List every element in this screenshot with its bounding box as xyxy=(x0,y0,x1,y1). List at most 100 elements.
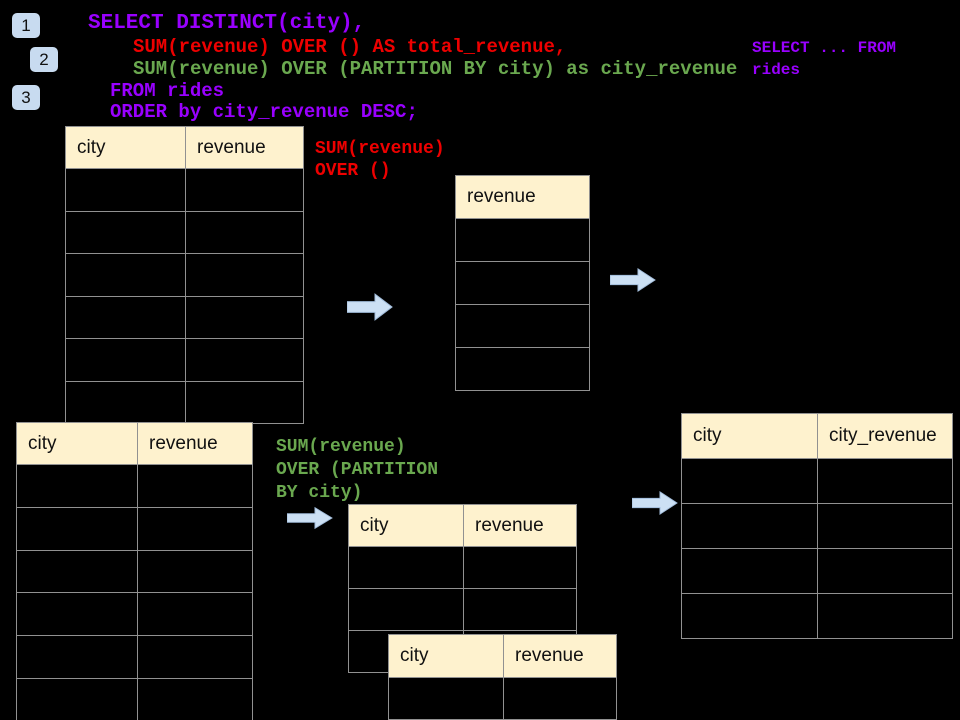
table-row xyxy=(456,305,589,348)
table-row xyxy=(17,507,252,551)
table-row xyxy=(682,459,952,504)
sql-line-partition: SUM(revenue) OVER (PARTITION BY city) as… xyxy=(133,58,738,80)
arrow-right-icon xyxy=(632,490,678,516)
column-header-revenue: revenue xyxy=(475,514,544,536)
table-body xyxy=(17,465,252,720)
sql-line-order: ORDER by city_revenue DESC; xyxy=(110,101,418,123)
side-note-line-2: rides xyxy=(752,61,801,79)
table-cell xyxy=(186,254,303,296)
table-cell xyxy=(17,636,138,678)
step-badge-2: 2 xyxy=(30,47,58,72)
column-header-revenue: revenue xyxy=(467,186,536,207)
table-cell xyxy=(349,547,464,588)
table-row xyxy=(66,169,303,212)
table-cell xyxy=(456,262,589,304)
arrow-right-icon xyxy=(610,267,656,293)
table-partition-overlay: city revenue xyxy=(388,634,617,720)
column-header-city: city xyxy=(17,423,138,464)
table-cell xyxy=(818,549,952,593)
table-cell xyxy=(66,381,186,423)
column-header-revenue: revenue xyxy=(197,136,266,158)
arrow-right-icon xyxy=(287,506,333,530)
table-cell xyxy=(464,547,576,588)
table-cell xyxy=(456,219,589,261)
table-cell xyxy=(66,211,186,253)
table-row xyxy=(682,504,952,549)
table-row xyxy=(456,219,589,262)
table-row xyxy=(349,547,576,589)
table-cell xyxy=(66,169,186,211)
table-cell xyxy=(17,678,138,720)
table-cell xyxy=(682,504,818,548)
column-header-city: city xyxy=(389,635,504,677)
table-cell xyxy=(186,339,303,381)
table-row xyxy=(66,339,303,382)
table-source-top: city revenue xyxy=(65,126,304,424)
table-cell xyxy=(66,339,186,381)
sql-line-total: SUM(revenue) OVER () AS total_revenue, xyxy=(133,36,567,58)
table-cell xyxy=(818,504,952,548)
table-cell xyxy=(138,679,252,720)
table-body xyxy=(66,169,303,423)
total-window-label: SUM(revenue)OVER () xyxy=(315,139,445,181)
table-cell xyxy=(456,305,589,347)
column-header-city: city xyxy=(66,127,186,168)
table-cell xyxy=(464,589,576,630)
table-cell xyxy=(138,636,252,678)
table-header-row: city revenue xyxy=(17,423,252,465)
table-cell xyxy=(349,589,464,630)
table-row xyxy=(17,636,252,679)
table-row xyxy=(349,589,576,631)
column-header-city-revenue: city_revenue xyxy=(829,425,937,446)
table-cell xyxy=(504,678,616,719)
step-badge-1: 1 xyxy=(12,13,40,38)
table-row xyxy=(66,211,303,254)
table-source-bottom: city revenue xyxy=(16,422,253,720)
table-header-row: city revenue xyxy=(389,635,616,678)
table-body xyxy=(389,678,616,720)
table-body xyxy=(456,219,589,390)
table-partition-step: city revenue xyxy=(348,504,577,673)
table-cell xyxy=(138,508,252,550)
table-cell xyxy=(186,382,303,424)
table-cell xyxy=(17,593,138,636)
table-cell xyxy=(138,465,252,507)
column-header-city: city xyxy=(349,505,464,546)
table-cell xyxy=(186,212,303,254)
sql-line-select: SELECT DISTINCT(city), xyxy=(88,12,366,35)
arrow-right-icon xyxy=(347,293,393,321)
step-badge-3: 3 xyxy=(12,85,40,110)
table-body xyxy=(682,459,952,638)
table-cell xyxy=(389,678,504,719)
table-row xyxy=(682,594,952,638)
table-cell xyxy=(17,550,138,593)
table-row xyxy=(66,254,303,297)
table-row xyxy=(389,678,616,720)
table-cell xyxy=(186,169,303,211)
table-header-row: revenue xyxy=(456,176,589,219)
table-header-row: city revenue xyxy=(66,127,303,169)
table-header-row: city revenue xyxy=(349,505,576,547)
table-cell xyxy=(138,551,252,593)
table-cell xyxy=(186,297,303,339)
table-cell xyxy=(66,254,186,296)
table-final-result: city city_revenue xyxy=(681,413,953,639)
column-header-revenue: revenue xyxy=(149,432,218,454)
column-header-city: city xyxy=(682,414,818,458)
table-row xyxy=(17,550,252,594)
table-row xyxy=(17,465,252,508)
table-header-row: city city_revenue xyxy=(682,414,952,459)
table-row xyxy=(66,296,303,339)
table-total-result: revenue xyxy=(455,175,590,391)
column-header-revenue: revenue xyxy=(515,645,584,666)
table-row xyxy=(17,593,252,637)
table-cell xyxy=(682,594,818,638)
table-cell xyxy=(66,296,186,338)
table-cell xyxy=(818,459,952,503)
sql-line-from: FROM rides xyxy=(110,80,225,102)
table-row xyxy=(456,262,589,305)
table-cell xyxy=(682,459,818,503)
